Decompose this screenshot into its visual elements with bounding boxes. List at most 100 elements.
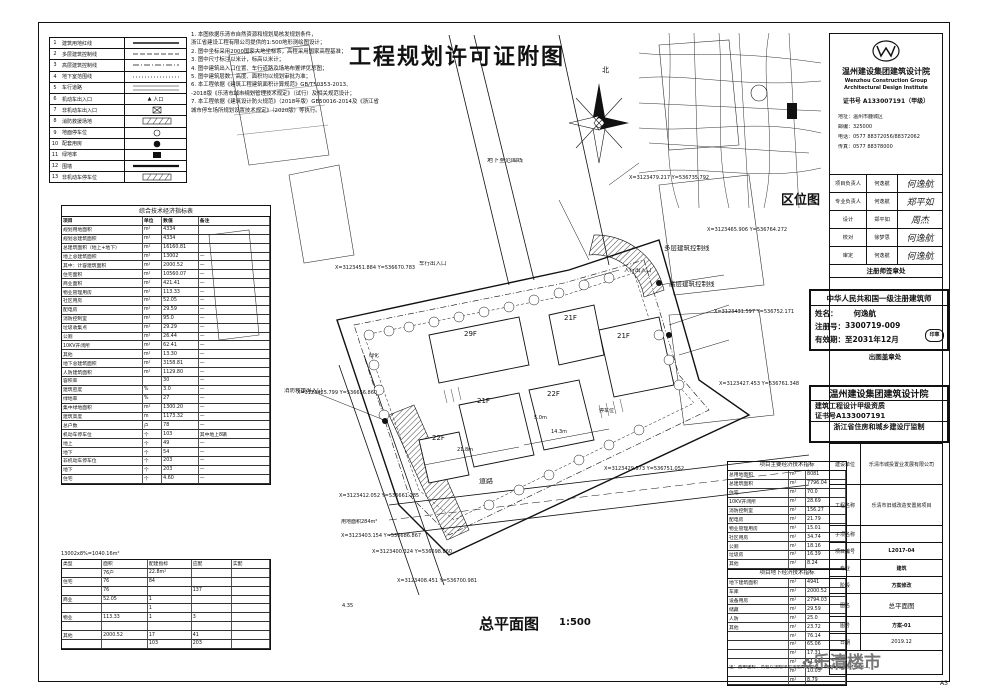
company-stamp-line: 建筑工程设计甲级资质 bbox=[815, 402, 885, 410]
signer-name: 何逸航 bbox=[867, 247, 898, 264]
table-cell: 8081 bbox=[806, 471, 846, 479]
legend-label: 高层建筑控制线 bbox=[62, 62, 98, 69]
table-cell: 27 bbox=[162, 394, 199, 403]
table-cell bbox=[192, 577, 232, 586]
table-cell bbox=[62, 604, 103, 613]
fire-entry-label: 消防救援出入口 bbox=[284, 388, 323, 394]
table-cell: % bbox=[143, 385, 163, 394]
table-cell: 11.13 bbox=[806, 658, 846, 667]
drawing-label: 图名 bbox=[830, 594, 861, 616]
note-line: 城市停车场所规划设置技术规定》（2020版）等执行。 bbox=[191, 107, 321, 114]
table-cell: m² bbox=[143, 305, 163, 314]
stats-header-cell: 数值 bbox=[162, 217, 199, 225]
table-cell: 住宅 bbox=[62, 474, 143, 483]
legend-symbol-icon bbox=[124, 71, 186, 82]
sub-label: 子项名称 bbox=[830, 526, 861, 542]
signature-text: 周杰 bbox=[910, 216, 929, 226]
signer-name: 徐梦思 bbox=[867, 229, 898, 246]
stats-header-cell: 备注 bbox=[199, 217, 270, 225]
legend-number: 10 bbox=[51, 140, 59, 147]
table-cell: 个 bbox=[143, 457, 163, 465]
building-a-label: 29F bbox=[464, 331, 477, 337]
note-line: 3. 图中尺寸标注以米计，标高以米计； bbox=[191, 57, 285, 64]
table-cell: 70.0 bbox=[806, 488, 846, 497]
table-cell: 物业管理用房 bbox=[728, 524, 789, 533]
table-cell: 消防控制室 bbox=[728, 506, 789, 515]
multi-line-label: 多层建筑控制线 bbox=[664, 245, 710, 251]
legend-symbol-icon bbox=[124, 60, 186, 71]
reg-seal-icon: 印章 bbox=[925, 329, 944, 342]
legend-symbol-icon bbox=[124, 49, 186, 60]
table-cell: 人防 bbox=[728, 614, 789, 623]
building-c-label: 22F bbox=[547, 391, 560, 397]
table-cell: — bbox=[199, 385, 270, 394]
table-cell bbox=[148, 586, 192, 595]
drawing-no-value: 方案-01 bbox=[891, 622, 912, 629]
company-fax: 传真：0577 88378000 bbox=[838, 144, 893, 150]
table-cell: m² bbox=[789, 596, 807, 605]
table-cell bbox=[102, 640, 148, 648]
table-cell: 社区用房 bbox=[62, 297, 143, 305]
table-cell: — bbox=[199, 261, 270, 270]
legend-symbol-icon: ▲人口 bbox=[124, 93, 186, 105]
table-cell: 物业 bbox=[62, 613, 103, 622]
table-cell: 103 bbox=[148, 640, 192, 648]
stats-table-title: 综合技术经济指标表 bbox=[61, 205, 271, 216]
table-cell: — bbox=[199, 465, 270, 474]
table-cell: m² bbox=[143, 288, 163, 297]
table-cell: 76 bbox=[102, 586, 148, 595]
table-cell: 113.33 bbox=[162, 288, 199, 297]
table-cell: 机动车停车位 bbox=[62, 430, 143, 439]
table-cell: m² bbox=[143, 225, 163, 234]
table-cell: m² bbox=[143, 314, 163, 323]
table-cell: 8.24 bbox=[806, 559, 846, 568]
table-cell: 规划总建筑面积 bbox=[62, 234, 143, 243]
table-cell: 8.79 bbox=[806, 676, 846, 685]
table-cell bbox=[192, 595, 232, 604]
table-cell: 公厕 bbox=[62, 332, 143, 341]
stage-value: 方案修改 bbox=[891, 582, 912, 589]
table-cell: m² bbox=[789, 641, 807, 649]
table-cell: m² bbox=[789, 542, 807, 551]
note-line: 6. 本工程依据《建筑工程建筑面积计算规范》GB/T50353-2013、 bbox=[191, 82, 352, 89]
table-cell: 建筑高度 bbox=[62, 412, 143, 421]
chart-stamp-label: 出图盖章处 bbox=[868, 353, 902, 361]
legend-label: 绿地率 bbox=[62, 152, 78, 159]
table-cell bbox=[232, 622, 270, 631]
table-cell: 总建筑面积 bbox=[728, 479, 789, 488]
table-cell: 137 bbox=[192, 586, 232, 595]
company-name-en: Architectural Design Institute bbox=[844, 85, 928, 91]
table-cell: 52.05 bbox=[162, 297, 199, 305]
table-cell: 10560.07 bbox=[162, 270, 199, 279]
table-cell: 总建筑面积（地上+地下） bbox=[62, 243, 143, 252]
table-cell: — bbox=[199, 403, 270, 412]
signature-text: 郑平如 bbox=[906, 198, 934, 208]
legend-number: 13 bbox=[51, 174, 59, 181]
company-stamp: 温州建设集团建筑设计院 建筑工程设计甲级资质 证书号A133007191 浙江省… bbox=[809, 385, 949, 443]
company-stamp-line: 温州建设集团建筑设计院 bbox=[811, 387, 947, 401]
legend-number: 6 bbox=[53, 96, 57, 103]
table-cell: 52.05 bbox=[102, 595, 148, 604]
legend-label: 车行道路 bbox=[62, 85, 83, 92]
table-cell: m² bbox=[143, 261, 163, 270]
table-cell bbox=[728, 667, 789, 676]
legend-label: 建筑用地红线 bbox=[62, 40, 93, 47]
table-cell: — bbox=[199, 368, 270, 377]
table-cell: 社区用房 bbox=[728, 533, 789, 542]
discipline-value: 建筑 bbox=[896, 565, 907, 572]
legend-number: 3 bbox=[53, 62, 57, 69]
